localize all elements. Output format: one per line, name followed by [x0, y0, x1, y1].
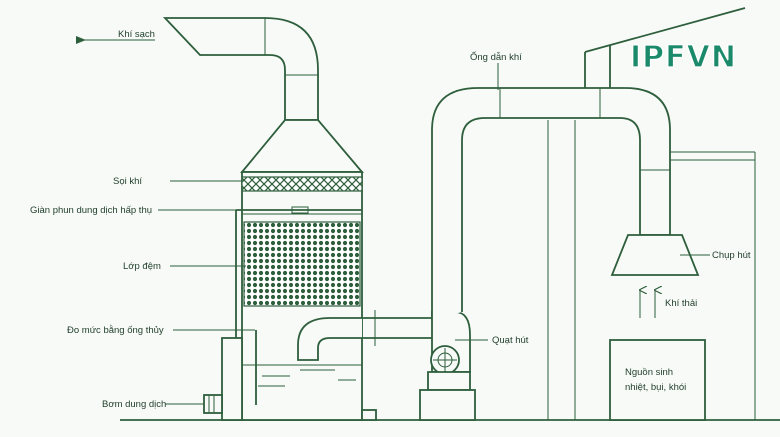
logo-text: IPFVN — [630, 40, 737, 75]
label-spray-rack: Giàn phun dung dịch hấp thụ — [30, 205, 152, 216]
fiber-filter-layer — [241, 176, 363, 192]
suction-fan — [419, 311, 476, 421]
label-suction-hood: Chụp hút — [712, 250, 751, 261]
label-fiber-filter: Sọi khí — [113, 176, 142, 187]
building-outline — [547, 7, 756, 420]
label-exhaust-gas: Khí thải — [665, 298, 697, 309]
exhaust-outlet-duct — [162, 17, 319, 121]
label-solution-pump: Bơm dung dịch — [102, 399, 166, 410]
solution-pump — [203, 394, 223, 414]
emission-source-box — [609, 339, 706, 421]
label-suction-fan: Quạt hút — [492, 335, 529, 346]
ipfvn-logo: IPFVN — [629, 39, 737, 75]
packing-layer — [243, 221, 361, 307]
label-air-duct: Ống dẫn khí — [470, 51, 522, 63]
label-water-level-gauge: Đo mức bằng ống thủy — [67, 325, 164, 336]
air-duct — [431, 87, 671, 320]
spray-rack — [235, 206, 362, 340]
leader-lines — [158, 63, 710, 405]
label-source-line2: nhiệt, bụi, khói — [625, 382, 686, 393]
label-packing-layer: Lớp đệm — [123, 261, 161, 272]
scrubber-tower — [203, 171, 377, 421]
fan-inlet-duct — [297, 310, 432, 361]
label-source-line1: Nguồn sinh — [625, 367, 673, 378]
water-level-gauge — [221, 330, 257, 421]
tower-cone — [240, 119, 364, 173]
suction-hood — [610, 234, 700, 276]
label-clean-air: Khí sạch — [118, 29, 155, 40]
